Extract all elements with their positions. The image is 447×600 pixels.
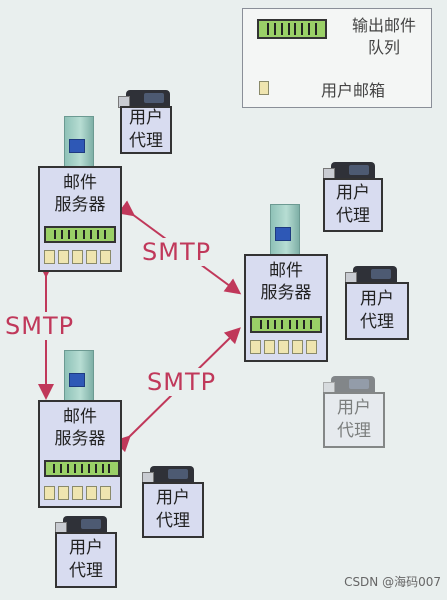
user-mailboxes — [44, 250, 111, 264]
user-mailboxes — [44, 486, 111, 500]
server-box: 邮件 服务器 — [244, 254, 328, 362]
user-agent-label: 用户 代理 — [142, 482, 204, 538]
computer-icon — [118, 90, 170, 110]
smtp-label-bottom: SMTP — [147, 368, 217, 396]
server-box: 邮件 服务器 — [38, 166, 122, 272]
user-agent-label: 用户 代理 — [345, 282, 409, 340]
user-agent-label: 用户 代理 — [323, 392, 385, 448]
computer-icon — [142, 466, 194, 486]
user-agent-label: 用户 代理 — [120, 106, 172, 154]
server-box: 邮件 服务器 — [38, 400, 122, 508]
server-label: 邮件 服务器 — [54, 173, 106, 215]
outgoing-queue — [250, 316, 322, 333]
user-mailboxes — [250, 340, 317, 354]
smtp-label-left: SMTP — [5, 312, 75, 340]
mailbox-legend-icon — [259, 81, 269, 95]
outgoing-queue — [44, 226, 116, 243]
smtp-label-top: SMTP — [142, 238, 212, 266]
outgoing-queue — [44, 460, 120, 477]
legend-mailbox-label: 用户邮箱 — [321, 81, 386, 100]
computer-icon — [55, 516, 107, 536]
outgoing-queue-legend-icon — [257, 19, 327, 39]
computer-icon — [323, 376, 375, 396]
computer-icon — [323, 162, 375, 182]
server-tower-icon — [270, 204, 300, 260]
server-tower-icon — [64, 350, 94, 406]
server-tower-icon — [64, 116, 94, 172]
server-label: 邮件 服务器 — [260, 261, 312, 303]
computer-icon — [345, 266, 397, 286]
legend: 输出邮件 队列 用户邮箱 — [242, 8, 432, 108]
watermark: CSDN @海码007 — [344, 575, 441, 589]
legend-queue-label: 输出邮件 队列 — [351, 16, 416, 57]
user-agent-label: 用户 代理 — [323, 178, 383, 232]
server-label: 邮件 服务器 — [54, 407, 106, 449]
user-agent-label: 用户 代理 — [55, 532, 117, 588]
